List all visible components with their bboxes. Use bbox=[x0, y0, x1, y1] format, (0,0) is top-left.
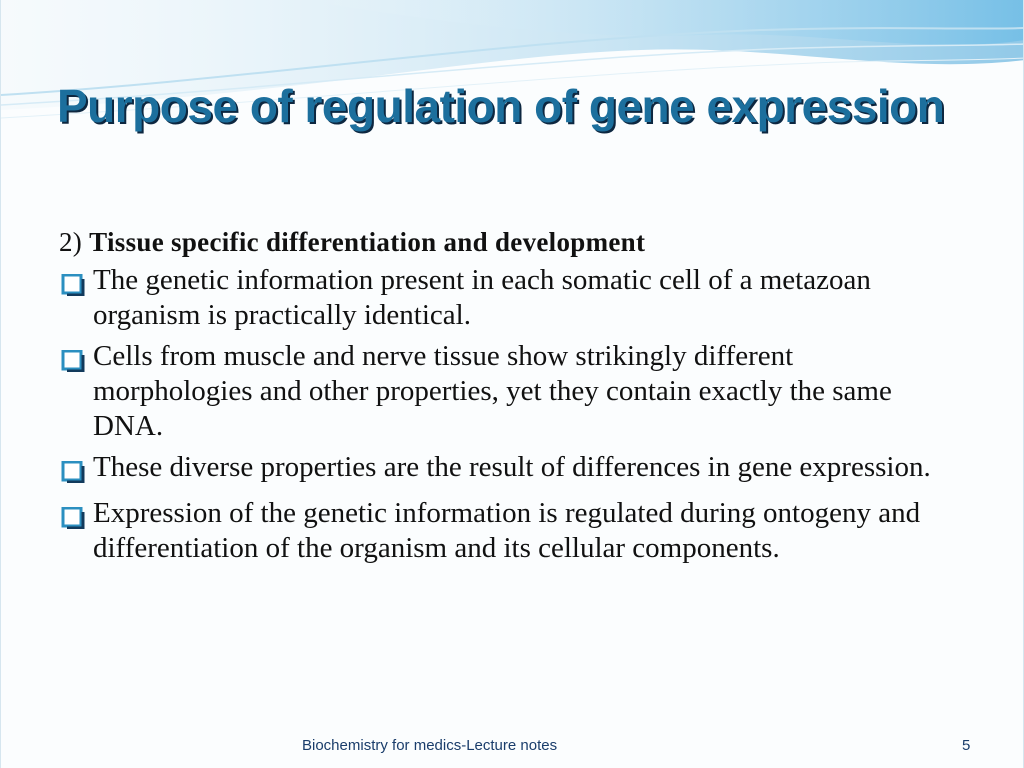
subheading: 2) Tissue specific differentiation and d… bbox=[59, 222, 959, 262]
bullet-text: The genetic information present in each … bbox=[93, 264, 871, 331]
hollow-square-icon bbox=[59, 496, 93, 536]
slide-body: 2) Tissue specific differentiation and d… bbox=[59, 222, 959, 566]
bullet-item: The genetic information present in each … bbox=[59, 263, 959, 333]
page-number: 5 bbox=[962, 737, 971, 754]
bullet-text: These diverse properties are the result … bbox=[93, 451, 931, 483]
bullet-text: Cells from muscle and nerve tissue show … bbox=[93, 340, 892, 442]
bullet-item: Expression of the genetic information is… bbox=[59, 496, 959, 566]
subheading-number: 2) bbox=[59, 227, 83, 257]
bullet-text: Expression of the genetic information is… bbox=[93, 497, 921, 564]
subheading-text: Tissue specific differentiation and deve… bbox=[89, 227, 646, 257]
hollow-square-icon bbox=[59, 450, 93, 490]
hollow-square-icon bbox=[59, 339, 93, 379]
bullet-item: Cells from muscle and nerve tissue show … bbox=[59, 339, 959, 444]
slide-title: Purpose of regulation of gene expression bbox=[57, 80, 945, 132]
header-wave-decoration bbox=[1, 0, 1023, 119]
footer-text: Biochemistry for medics-Lecture notes bbox=[302, 737, 558, 754]
bullet-item: These diverse properties are the result … bbox=[59, 450, 959, 490]
hollow-square-icon bbox=[59, 263, 93, 303]
